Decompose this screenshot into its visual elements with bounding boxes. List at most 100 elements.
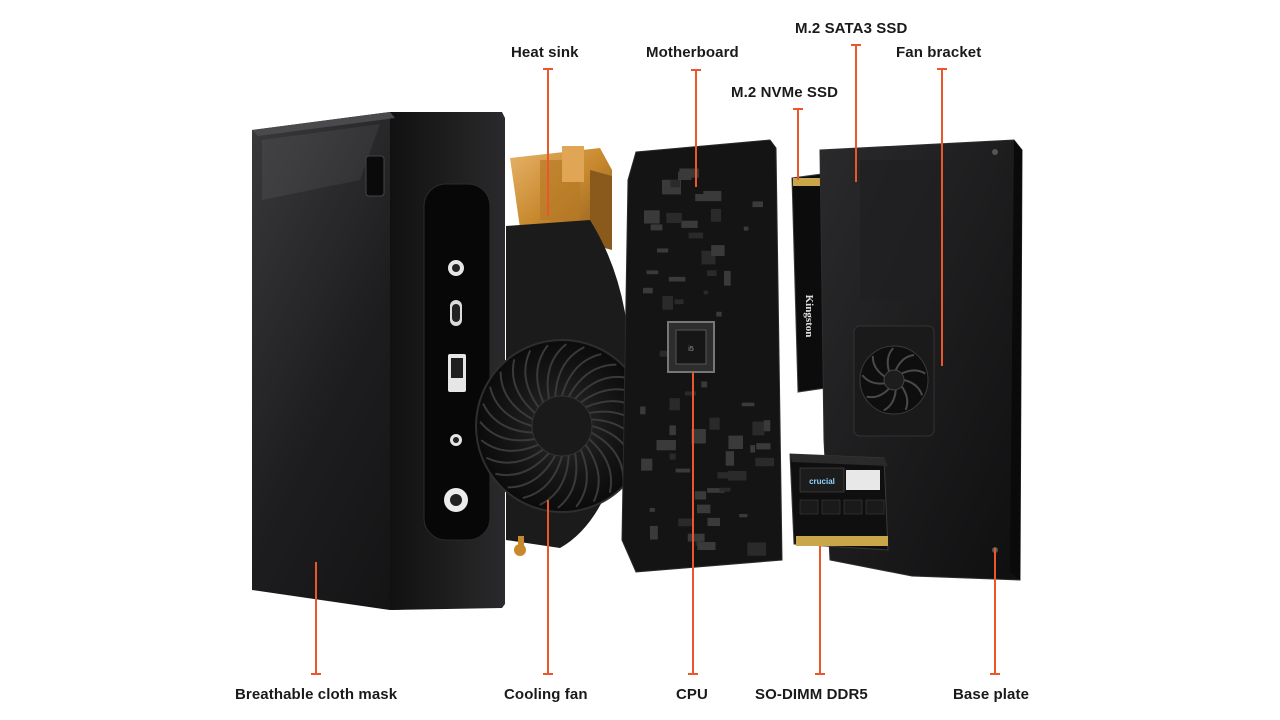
label-m2-sata3-ssd: M.2 SATA3 SSD [795, 20, 908, 37]
pcb-chip [646, 270, 659, 275]
pcb-chip [710, 208, 722, 222]
pcb-chip [641, 458, 653, 471]
fan-bracket-body [853, 325, 935, 437]
pcb-chip [695, 194, 714, 202]
pcb-chip [669, 453, 676, 460]
label-m2-nvme-ssd: M.2 NVMe SSD [731, 84, 839, 101]
pcb-chip [725, 451, 734, 466]
fan-blade [479, 421, 536, 442]
pcb-chip [747, 542, 767, 556]
fan-blade [871, 355, 886, 378]
leader-tick-so-dimm [815, 673, 825, 675]
fan-blade [903, 379, 924, 396]
fan-blade [584, 444, 600, 503]
pcb-chip [727, 471, 747, 481]
pcb-chip [716, 311, 722, 317]
label-fan-bracket: Fan bracket [896, 44, 982, 61]
fan-blade [524, 349, 540, 408]
pcb-chip [709, 417, 720, 430]
motherboard-pcb: i5 [621, 139, 783, 573]
leader-line-heat-sink [547, 68, 549, 216]
pcb-chip [687, 533, 705, 542]
pcb-chip [728, 435, 743, 449]
fan-blade [574, 376, 629, 400]
pcb-chip [741, 402, 755, 407]
ram-brand-text: crucial [809, 477, 835, 486]
pcb-components [640, 168, 775, 556]
fan-blade [575, 449, 588, 508]
pcb-chip [674, 299, 684, 305]
pcb-chip [657, 248, 669, 253]
leader-tick-cpu [688, 673, 698, 675]
leader-line-sata3 [855, 44, 857, 182]
label-base-plate: Base plate [953, 686, 1030, 703]
pcb-chip [711, 245, 725, 256]
pcb-chip [756, 443, 771, 450]
fan-blade [883, 389, 897, 412]
fan-blade [482, 403, 533, 434]
leader-line-fan-bracket [941, 68, 943, 366]
pcb-chip [643, 287, 653, 294]
fan-blade [539, 455, 570, 506]
pcb-chip [685, 391, 697, 396]
pcb-chip [669, 398, 680, 411]
fan-blade [485, 448, 544, 464]
fan-blade [900, 385, 909, 411]
leader-tick-cooling-fan [543, 673, 553, 675]
label-cpu: CPU [676, 686, 708, 703]
pcb-chip [739, 514, 748, 518]
fan-blade [499, 371, 534, 421]
pcb-chip [678, 518, 692, 527]
pcb-chip [670, 180, 681, 188]
svg-text:i5: i5 [688, 346, 694, 353]
so-dimm-module: crucial [789, 453, 889, 551]
fan-blade [866, 387, 890, 399]
pcb-chip [669, 425, 676, 436]
pcb-chip [694, 491, 707, 500]
fan-blade [588, 438, 612, 493]
small-fan-blades [861, 347, 926, 412]
leader-line-cpu [692, 372, 694, 674]
label-heat-sink: Heat sink [511, 44, 579, 61]
pcb-chip [679, 168, 699, 178]
pcb-chip [755, 457, 775, 467]
pcb-chip [659, 350, 669, 357]
leader-tick-cloth-mask [311, 673, 321, 675]
pcb-chip [650, 525, 658, 540]
pcb-chip [750, 445, 756, 453]
leader-line-nvme [797, 108, 799, 180]
leader-line-cooling-fan [547, 500, 549, 674]
leader-line-so-dimm [819, 546, 821, 674]
pcb-chip [650, 224, 663, 231]
fan-blades [479, 343, 645, 509]
pcb-chip [649, 508, 655, 512]
fan-blade [536, 344, 549, 403]
pcb-chip [688, 232, 704, 239]
pcb-chip [707, 488, 725, 493]
pcb-chip [668, 276, 686, 282]
fan-blade [894, 354, 915, 371]
pcb-chip [703, 290, 709, 295]
pcb-chip [707, 270, 717, 276]
fan-blade [561, 353, 602, 397]
fan-blade [546, 343, 567, 400]
pcb-chip [681, 220, 698, 228]
leader-tick-base-plate [990, 673, 1000, 675]
pcb-chip [644, 210, 660, 224]
pcb-chip [707, 517, 720, 526]
heat-sink-assembly [510, 146, 612, 250]
pcb-chip [763, 420, 771, 432]
pcb-chip [691, 429, 706, 444]
leader-line-base-plate [994, 548, 996, 674]
fan-blade [522, 455, 563, 499]
pcb-chip [675, 468, 691, 473]
leader-line-cloth-mask [315, 562, 317, 674]
pcb-chip [640, 406, 646, 415]
fan-blade [554, 346, 585, 397]
pcb-chip [743, 226, 749, 231]
pcb-chip [697, 504, 711, 514]
pcb-chip [752, 201, 763, 208]
label-so-dimm-ddr5: SO-DIMM DDR5 [755, 686, 868, 703]
label-breathable-cloth-mask: Breathable cloth mask [235, 686, 398, 703]
